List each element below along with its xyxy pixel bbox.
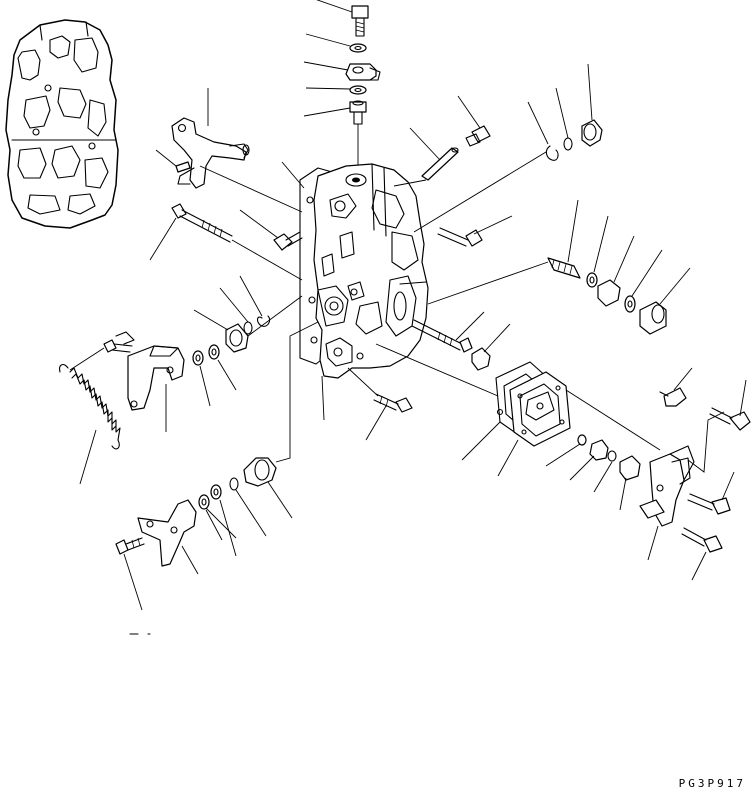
small-cap — [619, 455, 641, 511]
small-washer — [545, 434, 587, 467]
bracket-bolt-top — [659, 367, 693, 407]
plug-top — [457, 95, 491, 147]
lower-washer — [198, 494, 223, 541]
control-lever — [171, 88, 250, 189]
guide-pin — [393, 127, 459, 187]
lower-gasket — [205, 484, 237, 557]
snap-ring-left — [239, 275, 271, 327]
small-pin — [155, 149, 191, 173]
lower-plug — [243, 321, 319, 519]
drawing-code: PG3P917 — [678, 777, 746, 790]
return-spring — [59, 347, 121, 485]
lower-o-ring — [229, 477, 267, 537]
small-nut — [569, 439, 609, 481]
snap-ring — [413, 101, 559, 233]
cover-plate — [497, 371, 661, 477]
lower-bolt — [115, 537, 145, 611]
o-ring-top — [555, 87, 573, 151]
bracket-bolt-middle — [687, 471, 735, 515]
bracket-bolt-lower — [681, 527, 723, 581]
lock-nut-right — [597, 235, 635, 307]
housing-bolt-middle — [411, 311, 485, 353]
top-washer-1 — [305, 33, 367, 53]
housing-bolt-upper — [437, 215, 513, 247]
cap-plug-top — [581, 63, 603, 147]
o-ring-left — [219, 287, 253, 335]
bracket-bolt-right — [709, 379, 751, 431]
cover-screw — [239, 209, 303, 251]
pump-housing-reference — [5, 19, 119, 229]
long-bolt — [149, 203, 303, 281]
banjo-fitting — [303, 61, 381, 81]
cap-nut-right — [639, 267, 691, 335]
seal-left — [192, 350, 211, 407]
small-o-ring — [593, 450, 617, 493]
top-washer-2 — [305, 85, 367, 95]
seal-washer-right — [624, 249, 663, 313]
top-bolt-lower — [303, 100, 367, 172]
top-banjo-bolt — [316, 0, 369, 37]
housing-nut — [471, 323, 511, 371]
adjusting-screw — [427, 199, 581, 305]
plug-left — [193, 295, 303, 353]
stop-bracket — [127, 345, 185, 432]
governor-housing — [313, 163, 429, 421]
bracket-bolt — [103, 331, 135, 353]
washer-right — [586, 215, 609, 288]
washer-left — [208, 344, 237, 391]
lower-bracket — [137, 499, 199, 575]
housing-bolt-lower — [347, 367, 413, 441]
right-bracket — [639, 411, 725, 561]
